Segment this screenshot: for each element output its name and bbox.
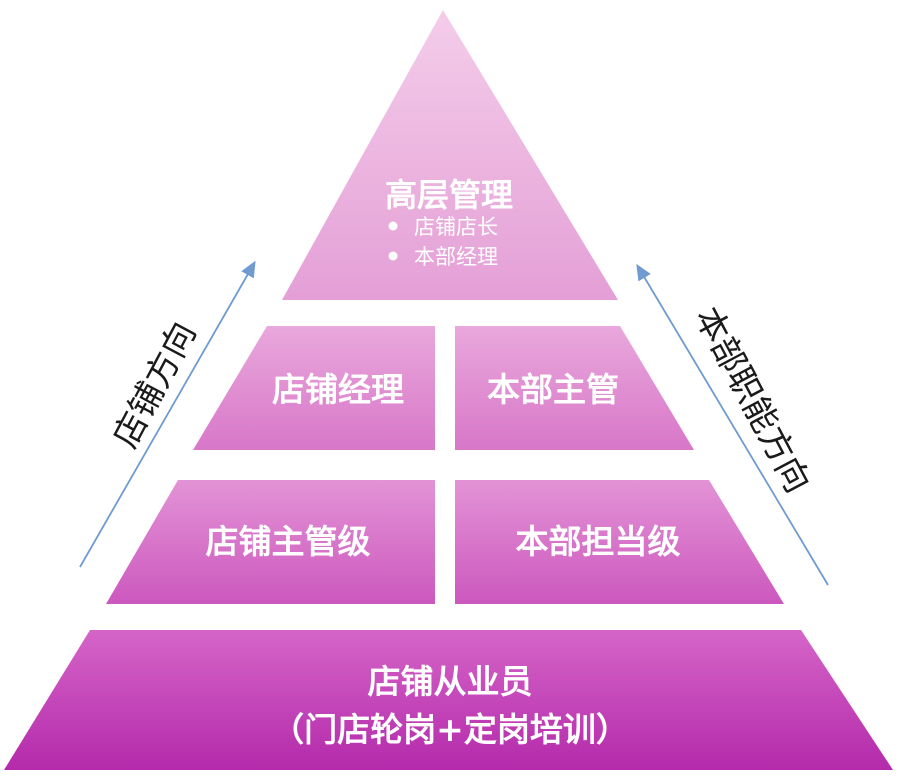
tier-top-title: 高层管理 bbox=[385, 176, 513, 214]
tier-lower-left-label: 店铺主管级 bbox=[206, 522, 371, 561]
bullet-icon bbox=[388, 251, 398, 261]
tier-top-bullet-1: 店铺店长 bbox=[414, 215, 498, 239]
bullet-icon bbox=[388, 221, 398, 231]
tier-lower-right-label: 本部担当级 bbox=[516, 522, 681, 561]
tier-middle-left-label: 店铺经理 bbox=[272, 370, 404, 409]
tier-lower-left-shape bbox=[106, 480, 435, 604]
tier-middle-right-label: 本部主管 bbox=[487, 370, 619, 409]
tier-top-bullet-2: 本部经理 bbox=[414, 245, 498, 269]
left-direction-arrow bbox=[79, 260, 256, 568]
tier-base-title: 店铺从业员 bbox=[368, 662, 533, 701]
right-direction-arrow bbox=[636, 263, 829, 586]
tier-top-shape bbox=[282, 10, 618, 300]
tier-base-subtitle: （门店轮岗+定岗培训） bbox=[271, 710, 629, 749]
tier-middle-left-shape bbox=[193, 326, 435, 450]
tier-base-shape bbox=[4, 630, 893, 770]
tier-lower-right-shape bbox=[455, 480, 784, 604]
tier-middle-right-shape bbox=[455, 326, 694, 450]
